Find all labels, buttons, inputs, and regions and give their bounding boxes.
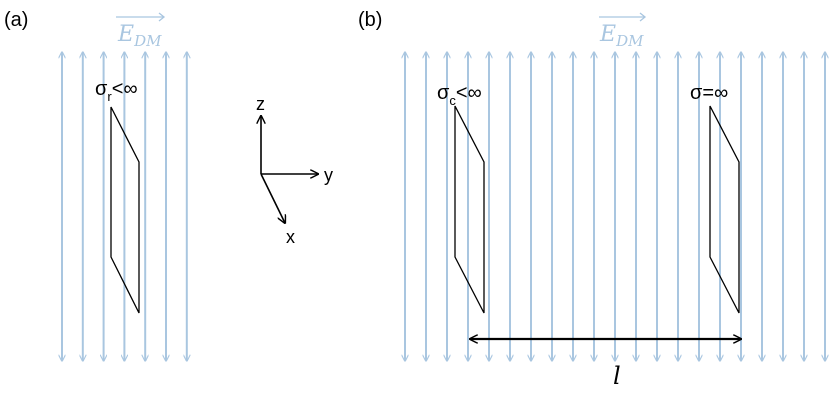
field-label-panel-a: EDM bbox=[116, 12, 166, 50]
field-symbol-b: E bbox=[599, 22, 616, 47]
field-lines-panel-b bbox=[405, 52, 825, 361]
sheet-label-a: σr<∞ bbox=[95, 78, 138, 104]
field-label-panel-b: EDM bbox=[599, 12, 647, 50]
field-subscript-b: DM bbox=[615, 32, 644, 50]
axis-y-label: y bbox=[324, 165, 333, 185]
field-lines-panel-a bbox=[62, 52, 187, 361]
separation-label: l bbox=[613, 362, 621, 390]
axis-x-label: x bbox=[286, 227, 295, 247]
panel-a-tag: (a) bbox=[4, 9, 28, 31]
sheet-panel-b-right bbox=[709, 105, 740, 314]
svg-text:EDM: EDM bbox=[117, 22, 162, 50]
axis-z-label: z bbox=[256, 94, 265, 114]
sheet-label-b-right: σ=∞ bbox=[690, 82, 728, 104]
svg-text:EDM: EDM bbox=[599, 22, 644, 50]
panel-b-tag: (b) bbox=[358, 9, 382, 31]
field-subscript-a: DM bbox=[133, 32, 162, 50]
field-symbol-a: E bbox=[117, 22, 134, 47]
sheet-panel-a bbox=[110, 106, 140, 314]
sheet-label-b-left: σc<∞ bbox=[437, 82, 482, 108]
sheet-panel-b-left bbox=[454, 105, 485, 314]
coordinate-axes: z y x bbox=[256, 94, 333, 247]
